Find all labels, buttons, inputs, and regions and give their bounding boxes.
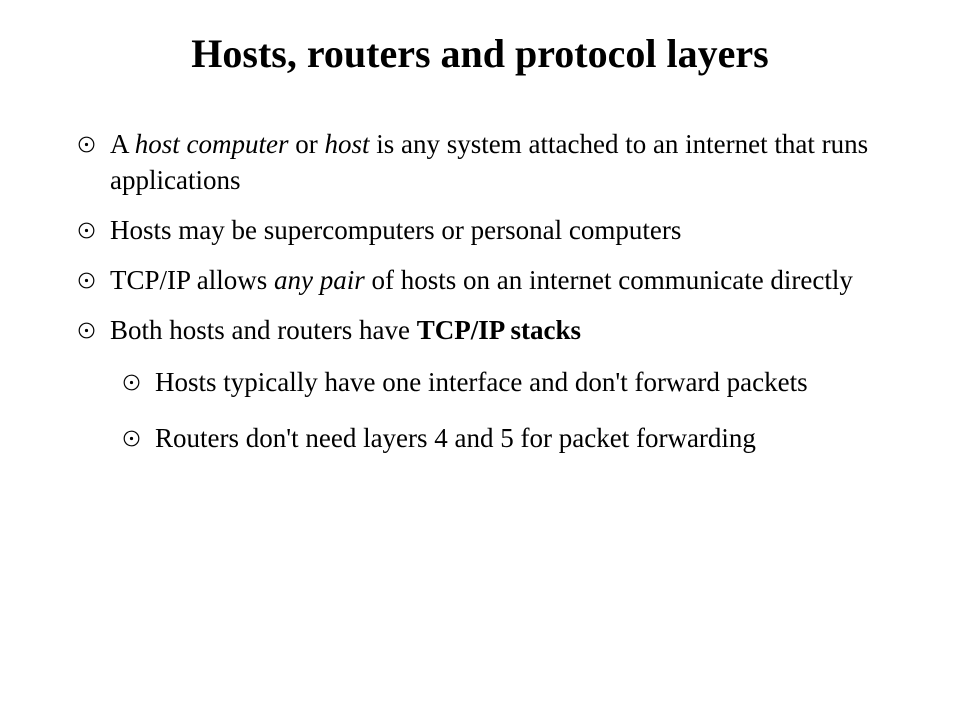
circled-dot-bullet-icon [78, 272, 95, 289]
circled-dot-bullet-icon [123, 374, 140, 391]
italic-term: host [324, 129, 370, 159]
bullet-text: TCP/IP allows any pair of hosts on an in… [110, 265, 853, 295]
bullet-text: Hosts typically have one interface and d… [155, 367, 808, 397]
bold-term: TCP/IP stacks [416, 315, 581, 345]
circled-dot-bullet-icon [78, 222, 95, 239]
bullet-item: A host computer or host is any system at… [78, 126, 928, 198]
bullet-item: Both hosts and routers have TCP/IP stack… [78, 312, 928, 348]
bullet-text: Hosts may be supercomputers or personal … [110, 215, 682, 245]
italic-term: host computer [134, 129, 289, 159]
slide-title: Hosts, routers and protocol layers [191, 31, 769, 76]
bullet-item: Hosts may be supercomputers or personal … [78, 212, 928, 248]
bullet-list: A host computer or host is any system at… [78, 126, 928, 456]
sub-bullet-item: Hosts typically have one interface and d… [123, 364, 928, 400]
italic-term: any pair [274, 265, 365, 295]
bullet-item: TCP/IP allows any pair of hosts on an in… [78, 262, 928, 298]
sub-bullet-item: Routers don't need layers 4 and 5 for pa… [123, 420, 928, 456]
bullet-text: A host computer or host is any system at… [110, 129, 869, 195]
circled-dot-bullet-icon [78, 136, 95, 153]
circled-dot-bullet-icon [123, 430, 140, 447]
bullet-text: Both hosts and routers have TCP/IP stack… [110, 315, 581, 345]
circled-dot-bullet-icon [78, 322, 95, 339]
bullet-text: Routers don't need layers 4 and 5 for pa… [155, 423, 756, 453]
